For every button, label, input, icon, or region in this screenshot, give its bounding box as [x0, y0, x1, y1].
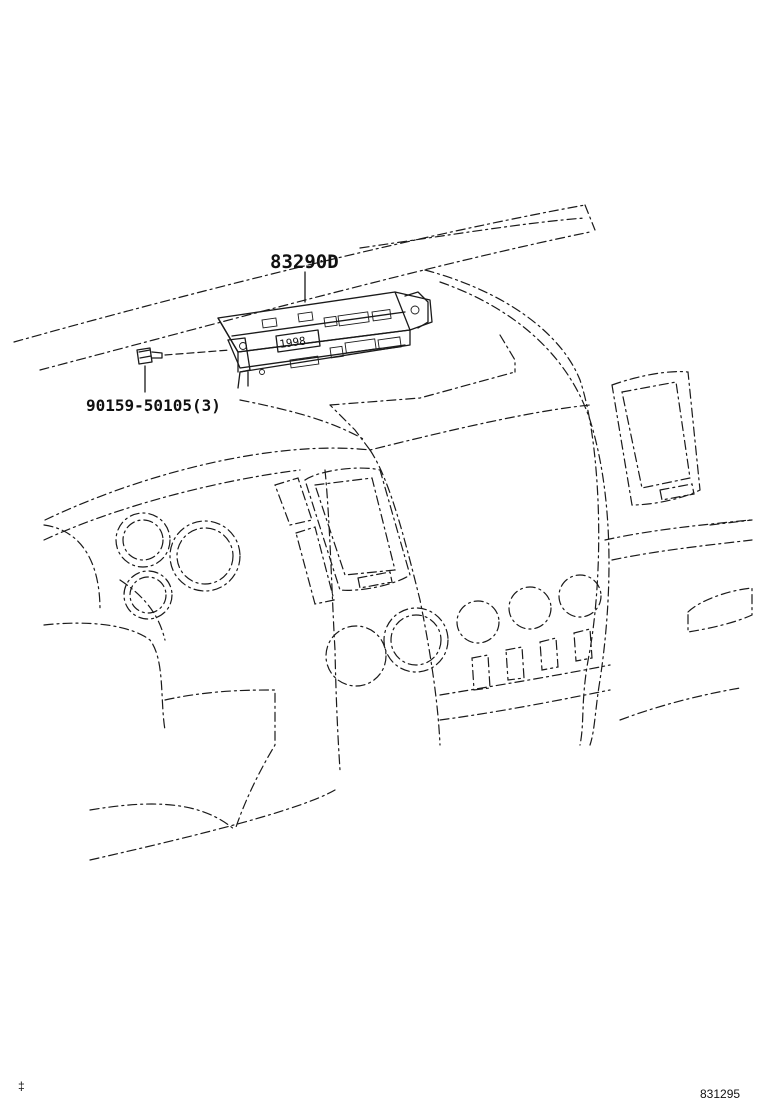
- windshield-edge: [13, 204, 596, 371]
- part-number-screw: 90159-50105(3): [86, 396, 221, 415]
- diagram-id: 831295: [700, 1087, 740, 1101]
- dashboard-outline: [43, 269, 753, 861]
- footer-left-mark: ‡: [18, 1079, 25, 1093]
- part-number-module: 83290D: [270, 251, 339, 273]
- center-panel: [274, 467, 449, 687]
- instrument-cluster: [43, 512, 241, 620]
- unit-display-window: [275, 329, 321, 353]
- screw-fastener: [136, 347, 231, 365]
- unit-display-digits: 1998: [279, 334, 307, 351]
- display-module-unit: 1998: [217, 291, 433, 389]
- right-dash: [611, 370, 753, 633]
- console-controls: [456, 574, 602, 691]
